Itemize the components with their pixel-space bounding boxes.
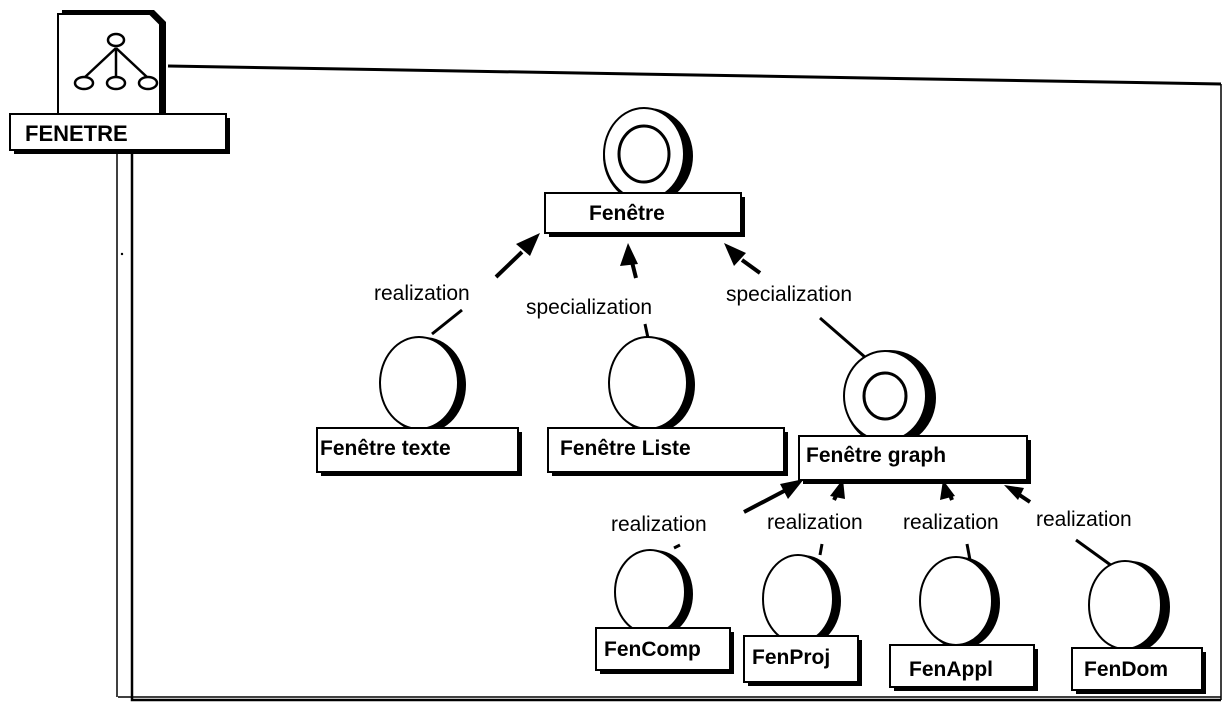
package-tab[interactable]: FENETRE	[9, 10, 230, 154]
edge-label: specialization	[526, 296, 652, 319]
node-label: Fenêtre	[589, 202, 665, 225]
node-fenetre-graph[interactable]: Fenêtre graph	[798, 350, 1031, 484]
edge-label: realization	[903, 511, 999, 534]
node-fencomp[interactable]: FenComp	[595, 549, 734, 674]
node-fenetre-texte[interactable]: Fenêtre texte	[316, 336, 522, 476]
node-fenetre-liste[interactable]: Fenêtre Liste	[547, 336, 788, 476]
node-fendom[interactable]: FenDom	[1071, 560, 1206, 694]
edge-fenetre-liste-fenetre: specialization	[526, 243, 652, 339]
node-label: FenDom	[1084, 658, 1168, 681]
node-label: FenAppl	[909, 658, 993, 681]
class-hierarchy-icon	[73, 32, 159, 91]
edge-label: realization	[611, 513, 707, 536]
node-label: FenProj	[752, 646, 830, 669]
edge-label: realization	[1036, 508, 1132, 531]
edge-fendom-fenetre-graph: realization	[1004, 485, 1132, 568]
stray-dot	[120, 252, 124, 256]
package-name: FENETRE	[25, 121, 128, 146]
node-fenetre[interactable]: Fenêtre	[544, 107, 745, 237]
node-label: Fenêtre Liste	[560, 437, 691, 460]
node-label: FenComp	[604, 638, 701, 661]
node-label: Fenêtre texte	[320, 437, 451, 460]
edge-label: realization	[374, 282, 470, 305]
node-fenappl[interactable]: FenAppl	[889, 556, 1038, 691]
edge-fenetre-graph-fenetre: specialization	[724, 243, 867, 360]
edge-fenetre-texte-fenetre: realization	[374, 233, 540, 336]
edge-fenappl-fenetre-graph: realization	[903, 480, 999, 561]
package-frame	[116, 64, 1222, 702]
edge-label: realization	[767, 511, 863, 534]
node-fenproj[interactable]: FenProj	[743, 554, 862, 686]
node-label: Fenêtre graph	[806, 444, 946, 467]
edge-label: specialization	[726, 283, 852, 306]
edge-fencomp-fenetre-graph: realization	[611, 479, 804, 550]
